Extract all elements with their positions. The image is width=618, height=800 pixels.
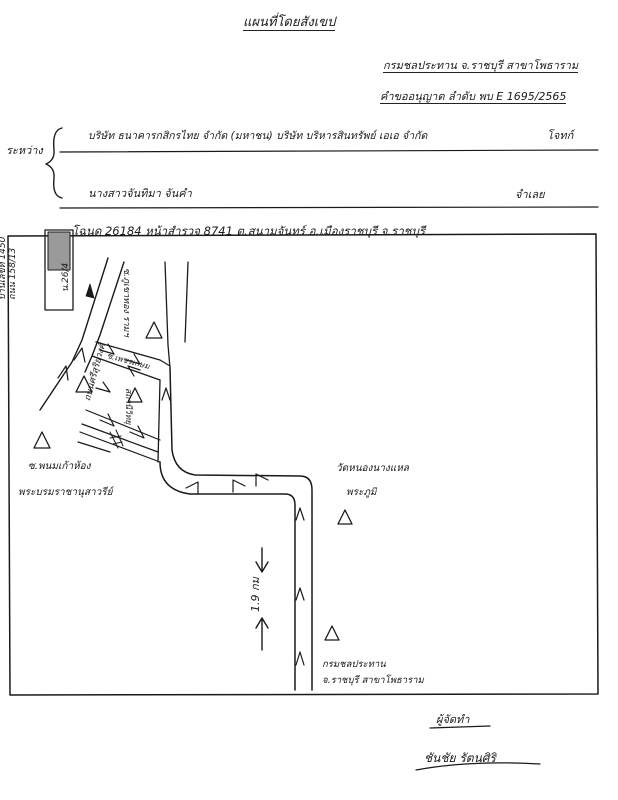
map-title: แผนที่โดยสังเขป (243, 15, 336, 31)
soi-top-label: ซ.ภูเขาทอง รามฯ (121, 268, 131, 337)
arrow-6 (127, 365, 141, 377)
arrow-1 (85, 283, 95, 299)
plaintiff-label: โจทก์ (547, 129, 574, 142)
arrow-14 (295, 507, 305, 521)
house-number-label: บ้านเลขที่ 1450 ถนน 158/13 (0, 236, 19, 300)
distance-arrow-down (255, 547, 269, 573)
irrigation-office-label: กรมชลประทาน (322, 659, 386, 670)
street-bottom-left-label: ซ.พนมเก้าห้อง (28, 461, 91, 472)
arrow-16 (295, 651, 305, 666)
arrow-4 (99, 343, 115, 355)
party-line-2: นางสาวจันทิมา จันคำ (88, 187, 192, 200)
house-plot (44, 229, 74, 311)
irrigation-office-label-2: จ.ราชบุรี สาขาโพธาราม (322, 675, 424, 686)
soi-top-left-edge (164, 261, 171, 369)
arrow-2 (73, 347, 86, 363)
street-3 (79, 431, 161, 463)
arrow-15 (295, 587, 305, 601)
party-line-1: บริษัท ธนาคารกสิกรไทย จำกัด (มหาชน) บริษ… (88, 130, 428, 142)
road-top-left-inner (84, 261, 125, 373)
arrow-5 (125, 353, 141, 365)
landmark-left (33, 431, 51, 449)
made-by-underline (429, 725, 491, 729)
arrow-13 (255, 473, 269, 487)
main-road-left-edge (157, 379, 161, 463)
store-label: สถานีวิทยุ (123, 388, 133, 425)
agency-line: กรมชลประทาน จ.ราชบุรี สาขาโพธาราม (383, 59, 579, 73)
main-road-outer (169, 367, 313, 691)
landmark-right (337, 509, 353, 525)
landmark-bottom (324, 625, 340, 641)
deed-line: โฉนด 26184 หน้าสำรวจ 8741 ต.สนามจันทร์ อ… (72, 224, 426, 238)
request-number: คำขออนุญาต ลำดับ พบ E 1695/2565 (380, 90, 567, 104)
between-brace (45, 127, 63, 199)
arrow-8 (161, 387, 171, 401)
plot-number-label: น.26/4 (61, 262, 71, 292)
distance-label: 1.9 กม (249, 577, 262, 612)
landmark-top-right (145, 321, 163, 339)
temple-road-label: พระบรมราชานุสาวรีย์ (18, 487, 113, 498)
arrow-3 (57, 365, 69, 381)
distance-arrow-up (255, 617, 269, 651)
cross-road-bottom (91, 355, 161, 381)
separator-line-2 (59, 206, 599, 209)
arrow-9 (99, 413, 115, 427)
street-4 (77, 441, 111, 453)
arrow-11 (185, 481, 199, 495)
made-by-label: ผู้จัดทำ (436, 713, 470, 726)
defendant-label: จำเลย (515, 188, 545, 201)
arrow-12 (232, 479, 246, 493)
main-road-inner (159, 461, 296, 691)
landmark-center (75, 375, 93, 393)
soi-top-right-edge (184, 261, 189, 343)
landmark-store (127, 387, 143, 403)
temple-right-label-2: พระภูมิ (346, 487, 377, 498)
signature-name: ชันชัย รัตนศิริ (424, 751, 496, 765)
street-1 (85, 409, 161, 441)
separator-line-1 (59, 149, 599, 153)
signature-scribble (415, 762, 541, 771)
bridge-mark (109, 429, 124, 449)
arrow-7 (95, 381, 111, 393)
road-top-left-outer (39, 257, 109, 411)
between-label: ระหว่าง (6, 144, 43, 157)
map-frame (7, 233, 599, 696)
temple-right-label: วัดหนองนางแหล (336, 463, 409, 474)
cross-road-top (95, 341, 171, 367)
arrow-10 (129, 425, 145, 439)
